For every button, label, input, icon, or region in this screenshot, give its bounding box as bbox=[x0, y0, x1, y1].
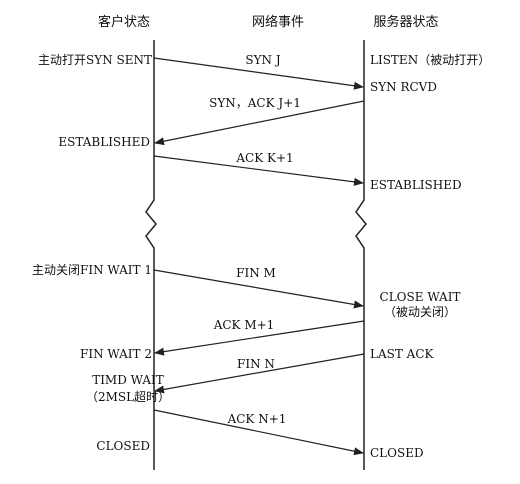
msg-fin-m: FIN M bbox=[236, 266, 276, 280]
arrow-syn-ack bbox=[154, 100, 365, 146]
client-timeline bbox=[145, 40, 157, 470]
header-server: 服务器状态 bbox=[373, 14, 438, 30]
server-state-close-wait-note: （被动关闭） bbox=[384, 305, 456, 319]
client-state-established: ESTABLISHED bbox=[58, 135, 150, 149]
client-state-timed-wait-note: （2MSL超时） bbox=[86, 389, 170, 404]
server-state-last-ack: LAST ACK bbox=[370, 347, 435, 361]
msg-ack-k: ACK K+1 bbox=[235, 151, 293, 165]
arrow-syn bbox=[153, 57, 364, 90]
server-state-syn-rcvd: SYN RCVD bbox=[370, 80, 437, 94]
client-state-timed-wait: TIMD WAIT bbox=[92, 373, 164, 387]
arrow-ack-m bbox=[154, 320, 365, 356]
header-client: 客户状态 bbox=[98, 14, 150, 30]
client-state-closed: CLOSED bbox=[96, 439, 150, 453]
server-state-closed: CLOSED bbox=[370, 446, 424, 460]
client-state-active-open: 主动打开SYN SENT bbox=[38, 53, 152, 67]
msg-ack-n: ACK N+1 bbox=[227, 412, 287, 426]
arrow-ack-n bbox=[153, 409, 364, 456]
server-state-established: ESTABLISHED bbox=[370, 178, 462, 192]
arrow-fin-n bbox=[154, 353, 365, 394]
msg-fin-n: FIN N bbox=[237, 357, 275, 371]
client-state-active-close: 主动关闭FIN WAIT 1 bbox=[32, 263, 152, 277]
msg-syn: SYN J bbox=[245, 53, 280, 67]
msg-syn-ack: SYN，ACK J+1 bbox=[209, 96, 301, 110]
client-state-fin-wait-2: FIN WAIT 2 bbox=[80, 347, 152, 361]
server-state-listen: LISTEN（被动打开） bbox=[370, 53, 490, 67]
arrow-fin-m bbox=[153, 269, 364, 309]
header-network: 网络事件 bbox=[252, 14, 304, 30]
server-state-close-wait: CLOSE WAIT bbox=[380, 290, 461, 304]
arrow-ack-k bbox=[153, 155, 364, 186]
server-timeline bbox=[355, 40, 367, 470]
msg-ack-m: ACK M+1 bbox=[213, 318, 275, 332]
